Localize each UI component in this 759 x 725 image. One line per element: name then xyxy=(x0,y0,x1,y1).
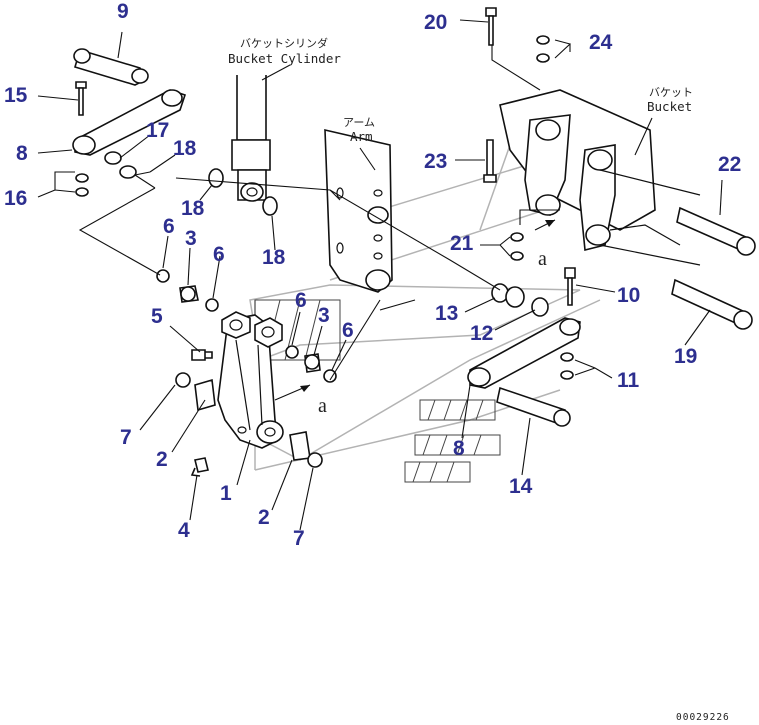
callout-18-a: 18 xyxy=(173,137,197,160)
callout-2-b: 2 xyxy=(258,506,270,529)
pin-22 xyxy=(676,206,756,256)
callout-14: 14 xyxy=(509,475,533,498)
callout-10: 10 xyxy=(617,284,640,307)
callout-4: 4 xyxy=(178,519,190,542)
view-arrows xyxy=(274,219,556,401)
callout-3-a: 3 xyxy=(185,227,197,250)
bucket-cylinder-label-jp: バケットシリンダ xyxy=(240,36,328,50)
callout-17: 17 xyxy=(146,119,169,142)
callout-5: 5 xyxy=(151,305,163,328)
view-marker-left: a xyxy=(318,395,327,417)
name-labels: バケットシリンダ Bucket Cylinder アーム Arm バケット Bu… xyxy=(228,36,730,723)
callout-21: 21 xyxy=(450,232,474,255)
link-8-upper xyxy=(72,89,187,156)
grease-fittings xyxy=(190,349,213,477)
bucket-cylinder xyxy=(231,75,271,202)
callout-11: 11 xyxy=(617,369,640,392)
arm xyxy=(324,128,393,293)
nuts-16 xyxy=(75,173,89,197)
callout-23: 23 xyxy=(424,150,447,173)
callout-18-b: 18 xyxy=(181,197,205,220)
callout-8-lower: 8 xyxy=(453,437,465,460)
callout-6-c: 6 xyxy=(295,289,307,312)
callout-18-c: 18 xyxy=(262,246,286,269)
callout-22: 22 xyxy=(718,153,741,176)
callout-15: 15 xyxy=(4,84,28,107)
callout-7-b: 7 xyxy=(293,527,305,550)
callout-16: 16 xyxy=(4,187,27,210)
bucket-label-jp: バケット xyxy=(649,86,693,99)
bolt-23 xyxy=(483,139,497,183)
callout-20: 20 xyxy=(424,11,447,34)
bushings xyxy=(156,269,337,468)
callout-6-d: 6 xyxy=(342,319,354,342)
nuts-11-21-24 xyxy=(510,35,574,380)
bucket-cylinder-label-en: Bucket Cylinder xyxy=(228,51,341,66)
bucket-label-en: Bucket xyxy=(647,99,692,114)
callout-3-b: 3 xyxy=(318,304,330,327)
pin-19 xyxy=(671,278,753,330)
callout-13: 13 xyxy=(435,302,458,325)
bolt-20 xyxy=(485,7,497,46)
bucket xyxy=(499,89,701,266)
callout-7-a: 7 xyxy=(120,426,132,449)
view-marker-right: a xyxy=(538,248,547,270)
pin-14 xyxy=(496,386,571,427)
spacers-12-13 xyxy=(491,283,549,317)
drawing-serial: 00029226 xyxy=(676,712,730,723)
washers-17-18 xyxy=(104,151,278,216)
callout-19: 19 xyxy=(674,345,697,368)
callout-8-upper: 8 xyxy=(16,142,28,165)
callout-6-a: 6 xyxy=(163,215,175,238)
callout-numbers: 9 15 8 16 17 18 18 18 6 3 6 5 6 3 6 7 2 … xyxy=(4,0,741,550)
bolt-10 xyxy=(564,267,576,306)
arm-label-jp: アーム xyxy=(343,116,375,129)
callout-9: 9 xyxy=(117,0,129,23)
callout-1: 1 xyxy=(220,482,232,505)
leader-lines xyxy=(37,19,723,531)
arm-label-en: Arm xyxy=(350,129,373,144)
link-1 xyxy=(217,311,284,449)
callout-12: 12 xyxy=(470,322,493,345)
bolt-15 xyxy=(75,81,87,116)
callout-6-b: 6 xyxy=(213,243,225,266)
pin-9 xyxy=(73,48,149,86)
callout-24: 24 xyxy=(589,31,613,54)
callout-2-a: 2 xyxy=(156,448,168,471)
